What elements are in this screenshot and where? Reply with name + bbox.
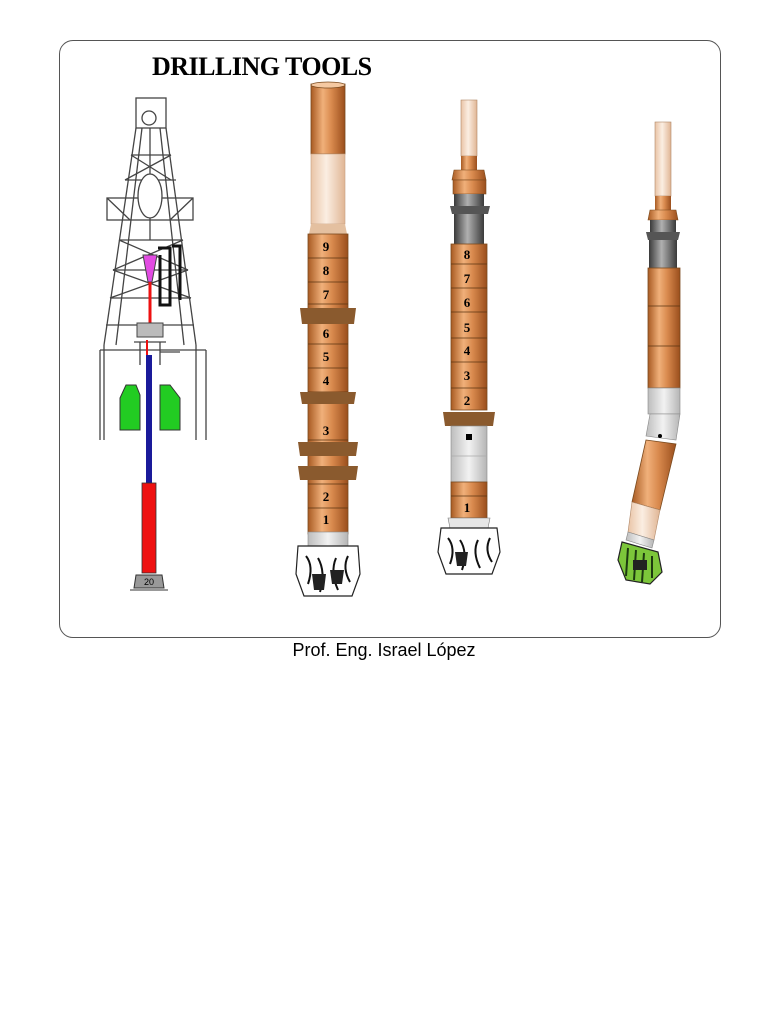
drill-string-4 xyxy=(617,121,681,585)
drill-bit-icon xyxy=(617,541,663,585)
string-2-segment-label-5: 5 xyxy=(323,349,330,364)
rig-tag: 20 xyxy=(144,577,154,587)
string-3-segment-label-6: 6 xyxy=(464,295,471,310)
string-2-segment-label-4: 4 xyxy=(323,373,330,388)
drill-bit-icon xyxy=(437,527,501,575)
string-3-segment-label-3: 3 xyxy=(464,368,471,383)
string-3-segment-label-7: 7 xyxy=(464,271,471,286)
author-credit: Prof. Eng. Israel López xyxy=(292,640,476,660)
diagram-frame xyxy=(59,40,721,638)
string-2-segment-label-3: 3 xyxy=(323,423,330,438)
drill-bit-icon xyxy=(295,545,361,597)
string-3-segment-label-4: 4 xyxy=(464,343,471,358)
string-2-segment-label-7: 7 xyxy=(323,287,330,302)
string-2-segment-label-8: 8 xyxy=(323,263,330,278)
string-3-segment-label-1: 1 xyxy=(464,500,471,515)
string-3-segment-label-5: 5 xyxy=(464,320,471,335)
stabilizer-icon xyxy=(298,308,358,480)
string-3-segment-label-8: 8 xyxy=(464,247,471,262)
string-2-segment-label-2: 2 xyxy=(323,489,330,504)
string-2-segment-label-6: 6 xyxy=(323,326,330,341)
derrick-icon: 20 xyxy=(99,97,207,591)
string-2-segment-label-1: 1 xyxy=(323,512,330,527)
diagram-title: DRILLING TOOLS xyxy=(152,52,372,81)
string-2-segment-label-9: 9 xyxy=(323,239,330,254)
drill-string-3: 8 7 6 5 4 3 2 1 xyxy=(437,99,501,575)
drill-string-2: 9 8 7 6 5 4 3 2 1 xyxy=(295,81,361,597)
string-3-segment-label-2: 2 xyxy=(464,393,471,408)
